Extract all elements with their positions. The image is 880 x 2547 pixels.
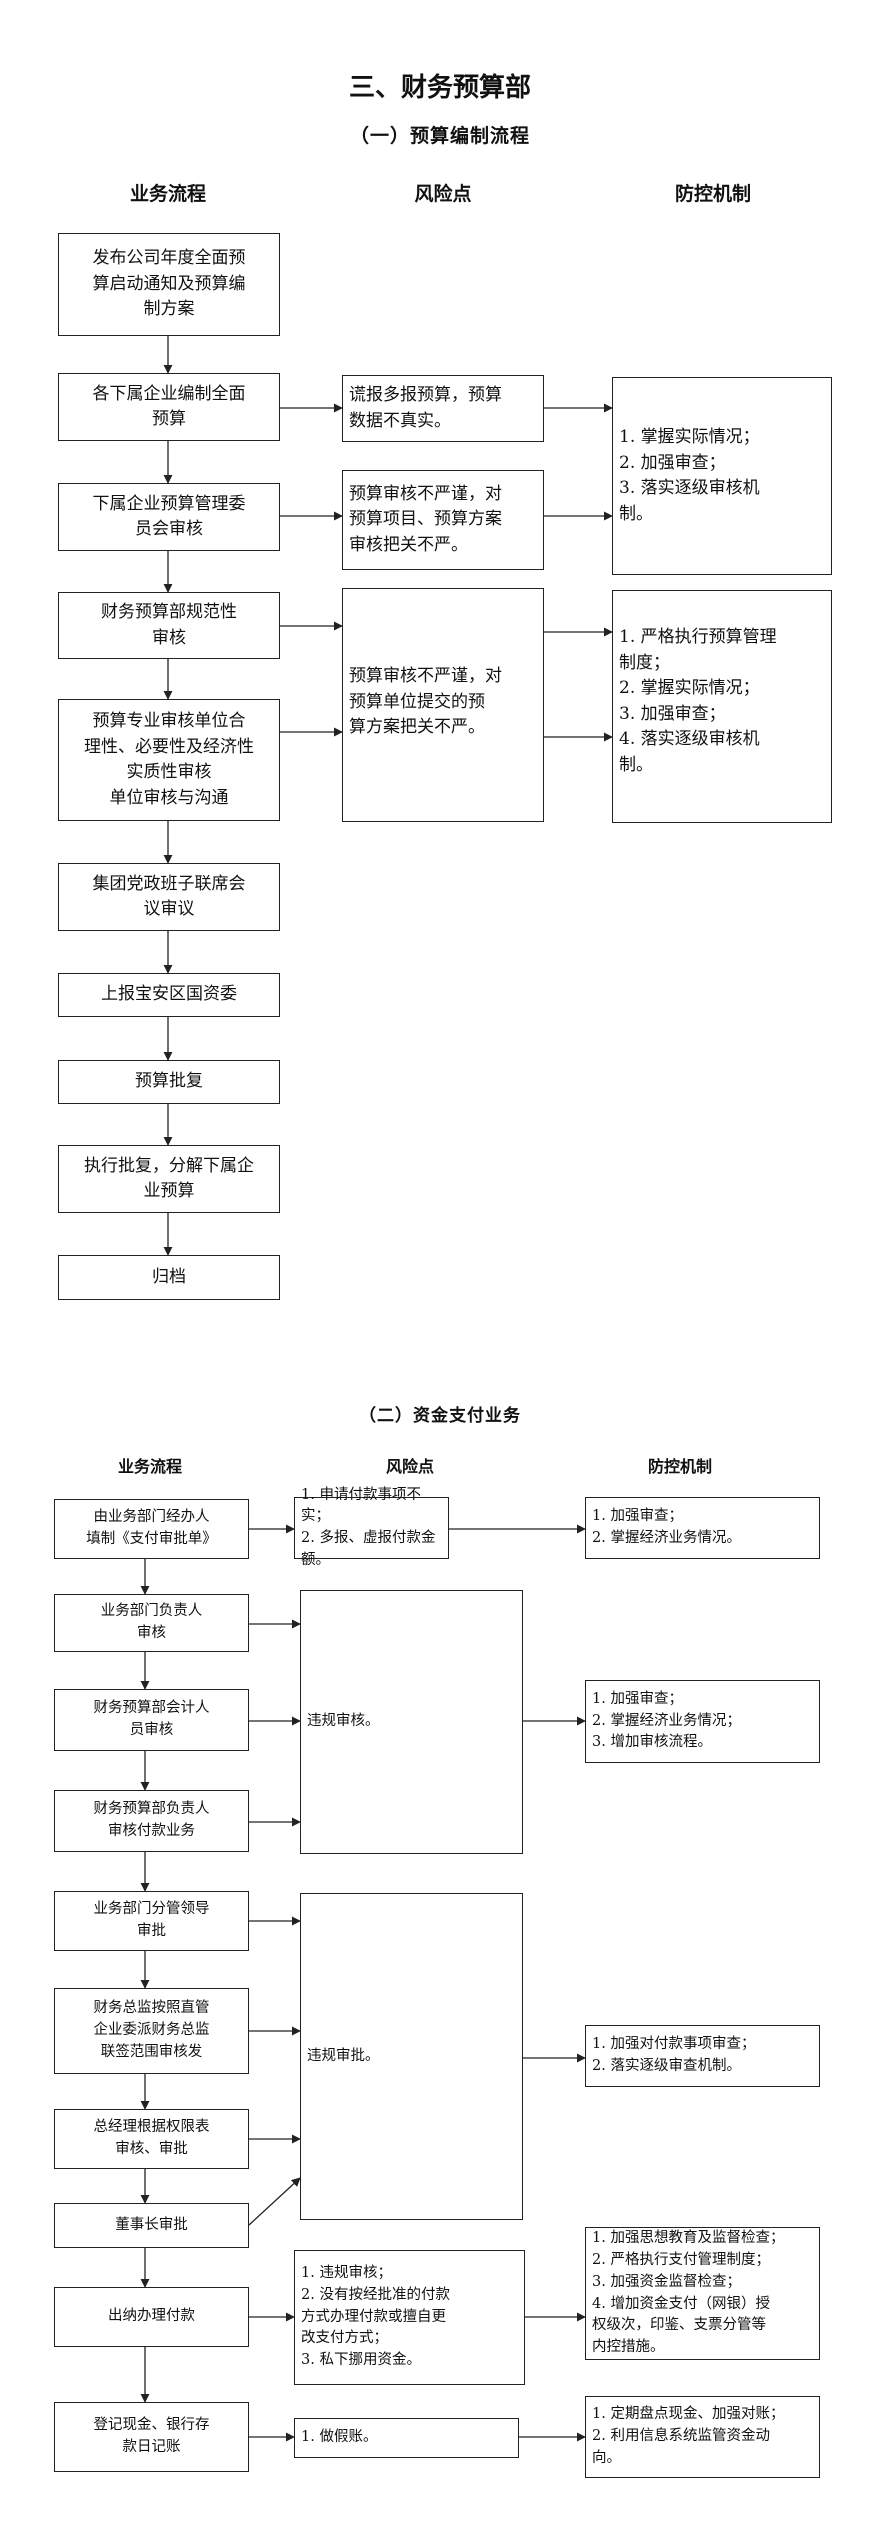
payment-risk-1: 1. 申请付款事项不实； 2. 多报、虚报付款金额。: [294, 1487, 449, 1568]
payment-risk-4: 1. 违规审核； 2. 没有按经批准的付款 方式办理付款或擅自更 改支付方式； …: [294, 2250, 525, 2385]
risk-box-2: 预算审核不严谨，对 预算项目、预算方案 审核把关不严。: [342, 470, 544, 570]
process-step-3: 下属企业预算管理委 员会审核: [58, 483, 280, 551]
control-box-2: 1. 严格执行预算管理 制度； 2. 掌握实际情况； 3. 加强审查； 4. 落…: [612, 590, 832, 823]
page-title: 三、财务预算部: [348, 73, 531, 103]
section2-risk-header: 风险点: [385, 1457, 434, 1476]
section1-control-header: 防控机制: [674, 183, 751, 205]
process-step-6: 集团党政班子联席会 议审议: [58, 863, 280, 931]
section2-process-header: 业务流程: [117, 1457, 182, 1476]
payment-control-2: 1. 加强审查； 2. 掌握经济业务情况； 3. 增加审核流程。: [585, 1680, 820, 1763]
process-step-10: 归档: [58, 1255, 280, 1300]
payment-step-5: 业务部门分管领导 审批: [54, 1891, 249, 1951]
section2-control-header: 防控机制: [647, 1457, 712, 1476]
risk-box-3: 预算审核不严谨，对 预算单位提交的预 算方案把关不严。: [342, 588, 544, 822]
process-step-2: 各下属企业编制全面 预算: [58, 373, 280, 441]
process-step-7: 上报宝安区国资委: [58, 973, 280, 1017]
process-step-5: 预算专业审核单位合 理性、必要性及经济性 实质性审核 单位审核与沟通: [58, 699, 280, 821]
payment-control-4: 1. 加强思想教育及监督检查； 2. 严格执行支付管理制度； 3. 加强资金监督…: [585, 2227, 820, 2360]
payment-step-4: 财务预算部负责人 审核付款业务: [54, 1790, 249, 1852]
payment-step-10: 登记现金、银行存 款日记账: [54, 2402, 249, 2472]
payment-step-6: 财务总监按照直管 企业委派财务总监 联签范围审核发: [54, 1988, 249, 2074]
process-step-8: 预算批复: [58, 1060, 280, 1104]
risk-box-1: 谎报多报预算，预算 数据不真实。: [342, 375, 544, 442]
payment-control-5: 1. 定期盘点现金、加强对账； 2. 利用信息系统监管资金动 向。: [585, 2396, 820, 2478]
section1-process-header: 业务流程: [129, 183, 206, 205]
section1-subtitle: （一）预算编制流程: [349, 125, 530, 147]
section1-risk-header: 风险点: [414, 183, 472, 205]
payment-step-2: 业务部门负责人 审核: [54, 1594, 249, 1652]
payment-risk-2: 违规审核。: [300, 1590, 523, 1854]
payment-step-3: 财务预算部会计人 员审核: [54, 1689, 249, 1751]
payment-step-1: 由业务部门经办人 填制《支付审批单》: [54, 1499, 249, 1559]
process-step-1: 发布公司年度全面预 算启动通知及预算编 制方案: [58, 233, 280, 336]
payment-step-7: 总经理根据权限表 审核、审批: [54, 2109, 249, 2169]
payment-control-1: 1. 加强审查； 2. 掌握经济业务情况。: [585, 1497, 820, 1559]
payment-control-3: 1. 加强对付款事项审查； 2. 落实逐级审查机制。: [585, 2025, 820, 2087]
section2-subtitle: （二）资金支付业务: [359, 1406, 521, 1426]
payment-step-8: 董事长审批: [54, 2203, 249, 2248]
process-step-9: 执行批复，分解下属企 业预算: [58, 1145, 280, 1213]
payment-risk-3: 违规审批。: [300, 1893, 523, 2220]
payment-step-9: 出纳办理付款: [54, 2287, 249, 2347]
process-step-4: 财务预算部规范性 审核: [58, 592, 280, 659]
payment-risk-5: 1. 做假账。: [294, 2418, 519, 2458]
control-box-1: 1. 掌握实际情况； 2. 加强审查； 3. 落实逐级审核机 制。: [612, 377, 832, 575]
